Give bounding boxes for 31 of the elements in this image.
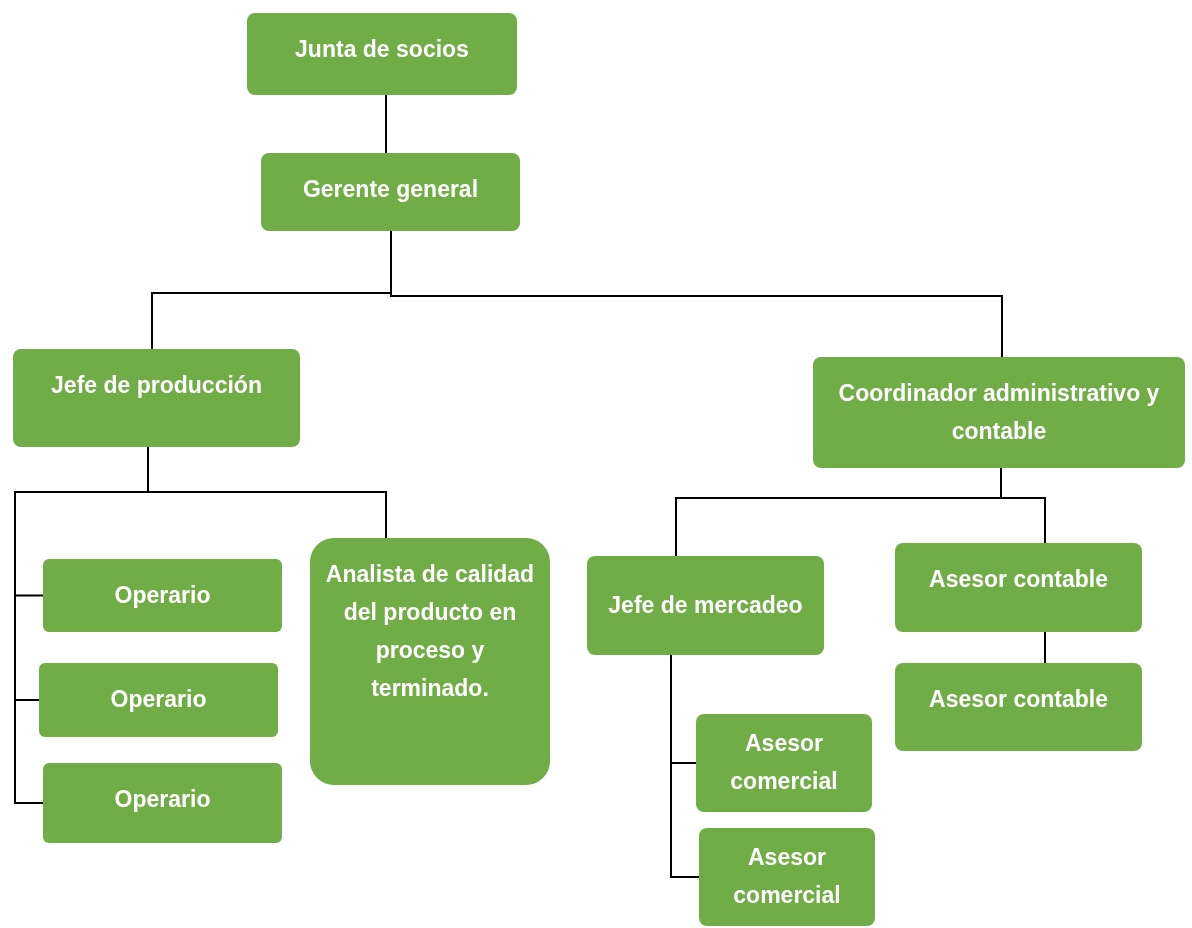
connector-line [385,94,387,154]
role-box [39,663,278,737]
connector-line [670,654,700,878]
role-title: Analista de calidad del producto en proceso y terminado. [324,560,536,703]
role-box [895,543,1142,632]
role-box [43,559,282,632]
connector-line [147,446,387,539]
role-title: Asesor contable [929,685,1108,714]
role-box [813,357,1185,468]
role-title: Operario [114,580,211,610]
role-title: Gerente general [302,175,479,204]
role-title: Junta de socios [295,35,469,64]
role-box [895,663,1142,751]
role-box [43,763,282,843]
role-box [696,714,872,812]
role-box [247,13,517,95]
role-title: Jefe de producción [51,371,262,400]
role-title: Operario [114,785,211,814]
connector-line [1044,631,1046,664]
role-title: Asesor comercial [732,843,842,910]
connector-line [1000,467,1046,544]
role-box [587,556,824,655]
role-title: Coordinador administrativo y contable [837,378,1161,446]
role-box [310,538,550,785]
role-box [699,828,875,926]
role-box [261,153,520,231]
role-title: Operario [110,685,207,715]
role-title: Asesor comercial [729,729,839,796]
role-box [13,349,300,447]
role-title: Asesor contable [929,565,1108,594]
role-title: Jefe de mercadeo [608,590,803,620]
